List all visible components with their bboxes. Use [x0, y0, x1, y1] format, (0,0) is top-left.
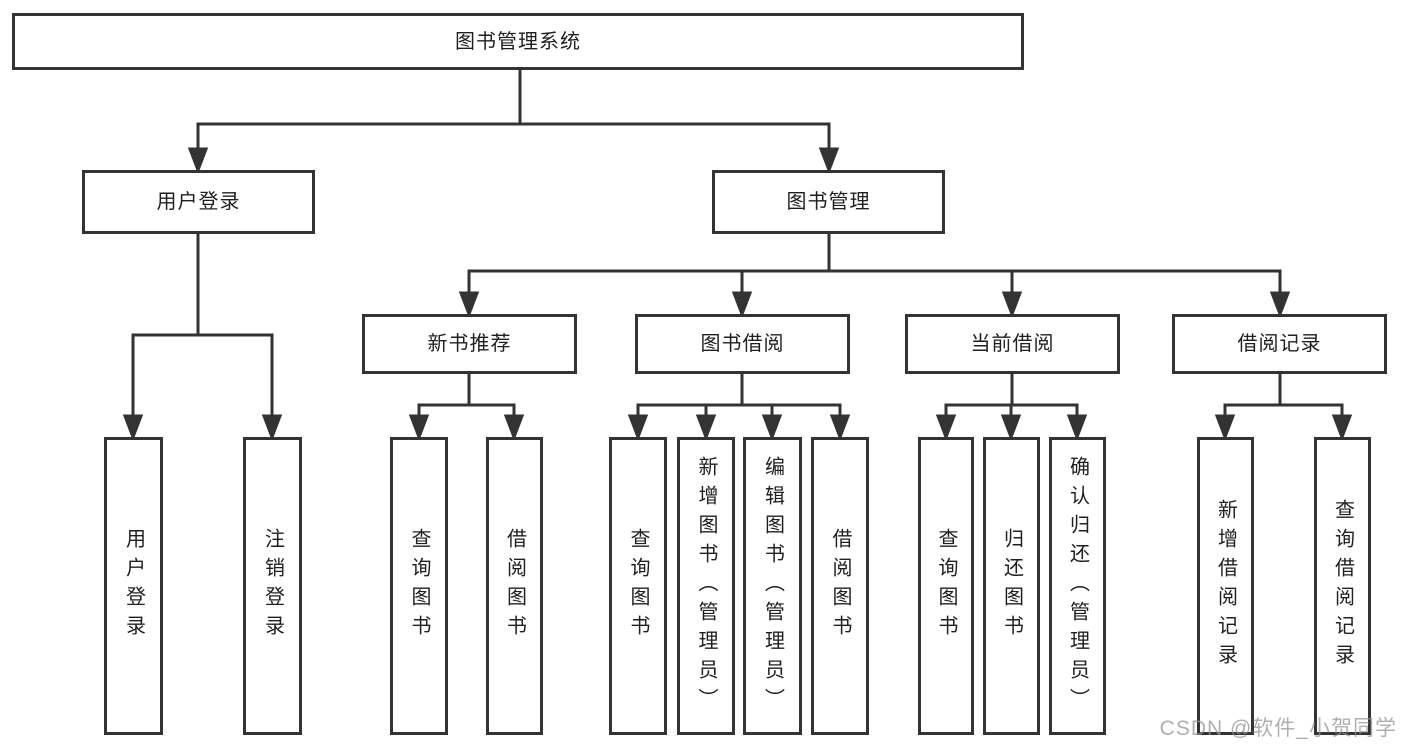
leaf-query-borrow-record: 查询借阅记录	[1314, 437, 1371, 735]
leaf-add-books-admin-label: 新增图书（管理员）	[695, 455, 717, 717]
leaf-user-login: 用户登录	[104, 437, 163, 735]
leaf-edit-books-admin-label: 编辑图书（管理员）	[761, 455, 784, 717]
leaf-confirm-return-admin: 确认归还（管理员）	[1049, 437, 1106, 735]
leaf-logout: 注销登录	[243, 437, 302, 735]
node-user-login-label: 用户登录	[156, 191, 241, 213]
leaf-user-login-label: 用户登录	[122, 528, 145, 644]
node-book-management-label: 图书管理	[786, 191, 871, 213]
node-current-borrow: 当前借阅	[905, 314, 1120, 374]
node-book-borrow-label: 图书借阅	[700, 333, 785, 355]
leaf-query-books-1-label: 查询图书	[408, 528, 430, 644]
leaf-query-borrow-record-label: 查询借阅记录	[1331, 499, 1354, 673]
leaf-borrow-books-1: 借阅图书	[486, 437, 543, 735]
leaf-query-books-2: 查询图书	[609, 437, 667, 735]
node-new-book-recommend-label: 新书推荐	[427, 333, 512, 355]
leaf-edit-books-admin: 编辑图书（管理员）	[743, 437, 802, 735]
leaf-add-borrow-record-label: 新增借阅记录	[1214, 499, 1237, 673]
leaf-return-books-label: 归还图书	[1000, 528, 1023, 644]
leaf-borrow-books-2: 借阅图书	[811, 437, 869, 735]
watermark: CSDN @软件_小贺同学	[1159, 717, 1397, 740]
leaf-query-books-1: 查询图书	[390, 437, 448, 735]
node-root: 图书管理系统	[12, 13, 1024, 70]
leaf-logout-label: 注销登录	[261, 528, 284, 644]
leaf-borrow-books-2-label: 借阅图书	[829, 528, 851, 644]
leaf-confirm-return-admin-label: 确认归还（管理员）	[1066, 455, 1089, 717]
node-new-book-recommend: 新书推荐	[362, 314, 577, 374]
node-book-management: 图书管理	[712, 170, 945, 234]
node-borrow-records: 借阅记录	[1172, 314, 1387, 374]
leaf-borrow-books-1-label: 借阅图书	[503, 528, 526, 644]
leaf-add-books-admin: 新增图书（管理员）	[677, 437, 735, 735]
leaf-query-books-3: 查询图书	[918, 437, 974, 735]
leaf-query-books-3-label: 查询图书	[935, 528, 957, 644]
node-book-borrow: 图书借阅	[635, 314, 850, 374]
node-current-borrow-label: 当前借阅	[970, 333, 1055, 355]
node-borrow-records-label: 借阅记录	[1237, 333, 1322, 355]
leaf-return-books: 归还图书	[983, 437, 1040, 735]
leaf-add-borrow-record: 新增借阅记录	[1197, 437, 1254, 735]
node-user-login: 用户登录	[82, 170, 315, 234]
leaf-query-books-2-label: 查询图书	[627, 528, 649, 644]
node-root-label: 图书管理系统	[455, 30, 581, 53]
